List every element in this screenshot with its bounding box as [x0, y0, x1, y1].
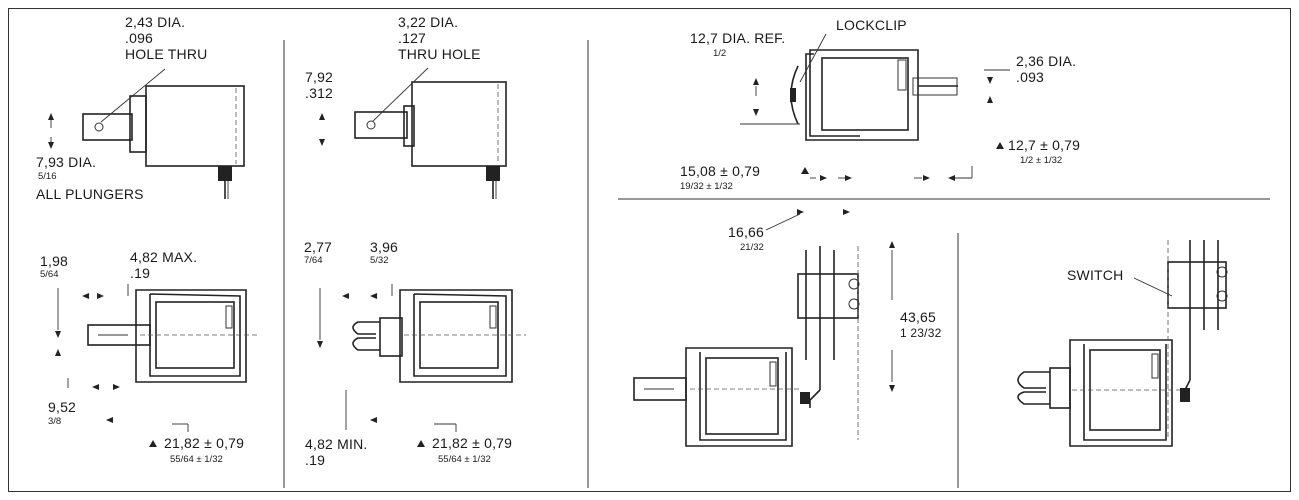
tr-right-dim-mm: 12,7 ± 0,79	[1008, 137, 1081, 153]
bottom-right-a-solenoid	[633, 209, 895, 447]
bl-dim-b-mm: 4,82 MAX.	[130, 249, 198, 265]
bl-dim-c-in: 3/8	[48, 416, 62, 427]
tr-shaft-dia-mm: 2,36 DIA.	[1016, 53, 1077, 69]
bl-stroke-in: 55/64 ± 1/32	[170, 454, 223, 465]
tm-height-in: .312	[305, 85, 334, 101]
bottom-middle-solenoid	[317, 284, 526, 432]
bm-dim-b-mm: 3,96	[370, 239, 399, 255]
tr-shaft-dia-in: .093	[1016, 69, 1045, 85]
tm-hole-dia-in: .127	[398, 30, 427, 46]
tl-plunger-dia-in: 5/16	[38, 171, 57, 182]
bm-dim-b-in: 5/32	[370, 255, 389, 266]
tri-marker-12	[996, 142, 1004, 149]
bl-dim-a-mm: 1,98	[40, 253, 69, 269]
bl-stroke-mm: 21,82 ± 0,79	[164, 435, 245, 451]
tri-marker-bl	[149, 440, 157, 447]
tl-plunger-dia-mm: 7,93 DIA.	[36, 154, 97, 170]
tr-right-dim-in: 1/2 ± 1/32	[1020, 155, 1063, 166]
bottom-left-solenoid	[55, 284, 260, 432]
bl-dim-c-mm: 9,52	[48, 399, 77, 415]
br-height-mm: 43,65	[900, 309, 937, 325]
tri-marker-bm	[417, 440, 425, 447]
bl-dim-a-in: 5/64	[40, 269, 59, 280]
tl-plunger-note: ALL PLUNGERS	[36, 186, 144, 202]
tm-hole-note: THRU HOLE	[398, 46, 481, 62]
tl-hole-dia-in: .096	[125, 30, 154, 46]
top-right-solenoid	[740, 33, 1010, 181]
top-left-solenoid	[48, 68, 245, 199]
bm-dim-c-mm: 4,82 MIN.	[305, 436, 368, 452]
drawing-frame	[8, 8, 1291, 492]
br-height-in: 1 23/32	[900, 326, 942, 340]
bottom-right-b-solenoid	[1017, 240, 1228, 447]
tl-hole-note: HOLE THRU	[125, 46, 208, 62]
bm-dim-a-mm: 2,77	[304, 239, 333, 255]
tr-left-dim-in: 19/32 ± 1/32	[680, 181, 733, 192]
tr-ref-dia-in: 1/2	[713, 48, 727, 59]
br-width-mm: 16,66	[728, 224, 765, 240]
tm-height-mm: 7,92	[305, 69, 334, 85]
tm-hole-dia-mm: 3,22 DIA.	[398, 14, 459, 30]
bm-dim-a-in: 7/64	[304, 255, 323, 266]
bm-stroke-mm: 21,82 ± 0,79	[432, 435, 513, 451]
tl-hole-dia-mm: 2,43 DIA.	[125, 14, 186, 30]
bm-stroke-in: 55/64 ± 1/32	[438, 454, 491, 465]
tri-marker-15	[801, 167, 809, 174]
tr-ref-dia-mm: 12,7 DIA. REF.	[690, 30, 786, 46]
bm-dim-c-in: .19	[305, 452, 326, 468]
tr-lockclip-label: LOCKCLIP	[836, 17, 907, 33]
bl-dim-b-in: .19	[130, 265, 151, 281]
top-middle-solenoid	[319, 67, 507, 199]
br-width-in: 21/32	[740, 242, 764, 253]
tr-left-dim-mm: 15,08 ± 0,79	[680, 163, 761, 179]
br-switch-label: SWITCH	[1067, 267, 1124, 283]
